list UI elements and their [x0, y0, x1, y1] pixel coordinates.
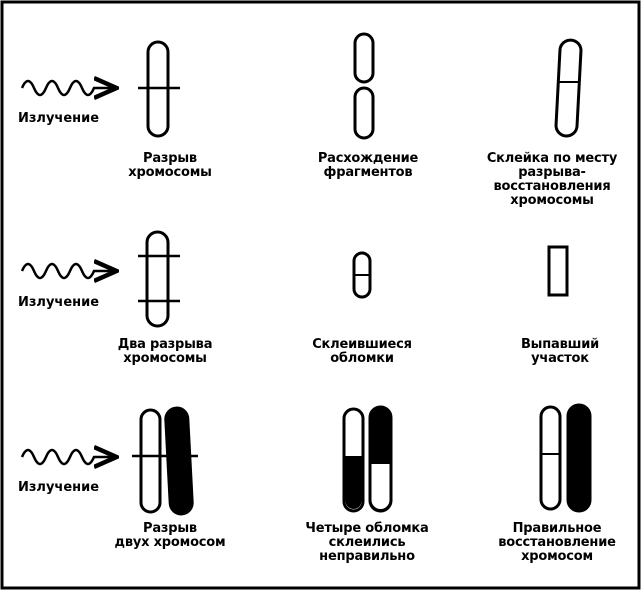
- chromosome-double-break: [138, 230, 180, 328]
- caption-chromosome-break: Разрыв хромосомы: [128, 151, 212, 180]
- radiation-label: Излучение: [18, 480, 100, 495]
- caption-wrong-rejoin: Четыре обломка склеились неправильно: [305, 521, 429, 564]
- caption-break-rejoin: Склейка по месту разрыва- восстановления…: [486, 151, 618, 208]
- chromosome-rejoined: [554, 38, 583, 138]
- chromosome-lost-segment: [547, 245, 569, 297]
- chromosomes-wrongly-rejoined: [342, 405, 393, 513]
- chromosomes-correctly-restored: [539, 403, 592, 513]
- chromosome-fragments-separated: [353, 32, 375, 140]
- caption-lost-segment: Выпавший участок: [520, 337, 600, 366]
- two-chromosomes-broken: [132, 406, 198, 516]
- radiation-label: Излучение: [18, 295, 100, 310]
- caption-correct-restore: Правильное восстановление хромосом: [498, 521, 616, 564]
- radiation-label: Излучение: [18, 111, 100, 126]
- caption-joined-fragments: Склеившиеся обломки: [312, 337, 412, 366]
- chromosome-single-break: [138, 40, 180, 138]
- caption-two-chromosomes-break: Разрыв двух хромосом: [114, 521, 226, 550]
- radiation-wave-icon: [20, 81, 114, 95]
- radiation-wave-icon: [20, 264, 114, 278]
- chromosome-rejoined-fragments: [352, 251, 372, 299]
- caption-two-breaks: Два разрыва хромосомы: [117, 337, 213, 366]
- caption-fragments-separation: Расхождение фрагментов: [317, 151, 419, 180]
- radiation-wave-icon: [20, 450, 114, 464]
